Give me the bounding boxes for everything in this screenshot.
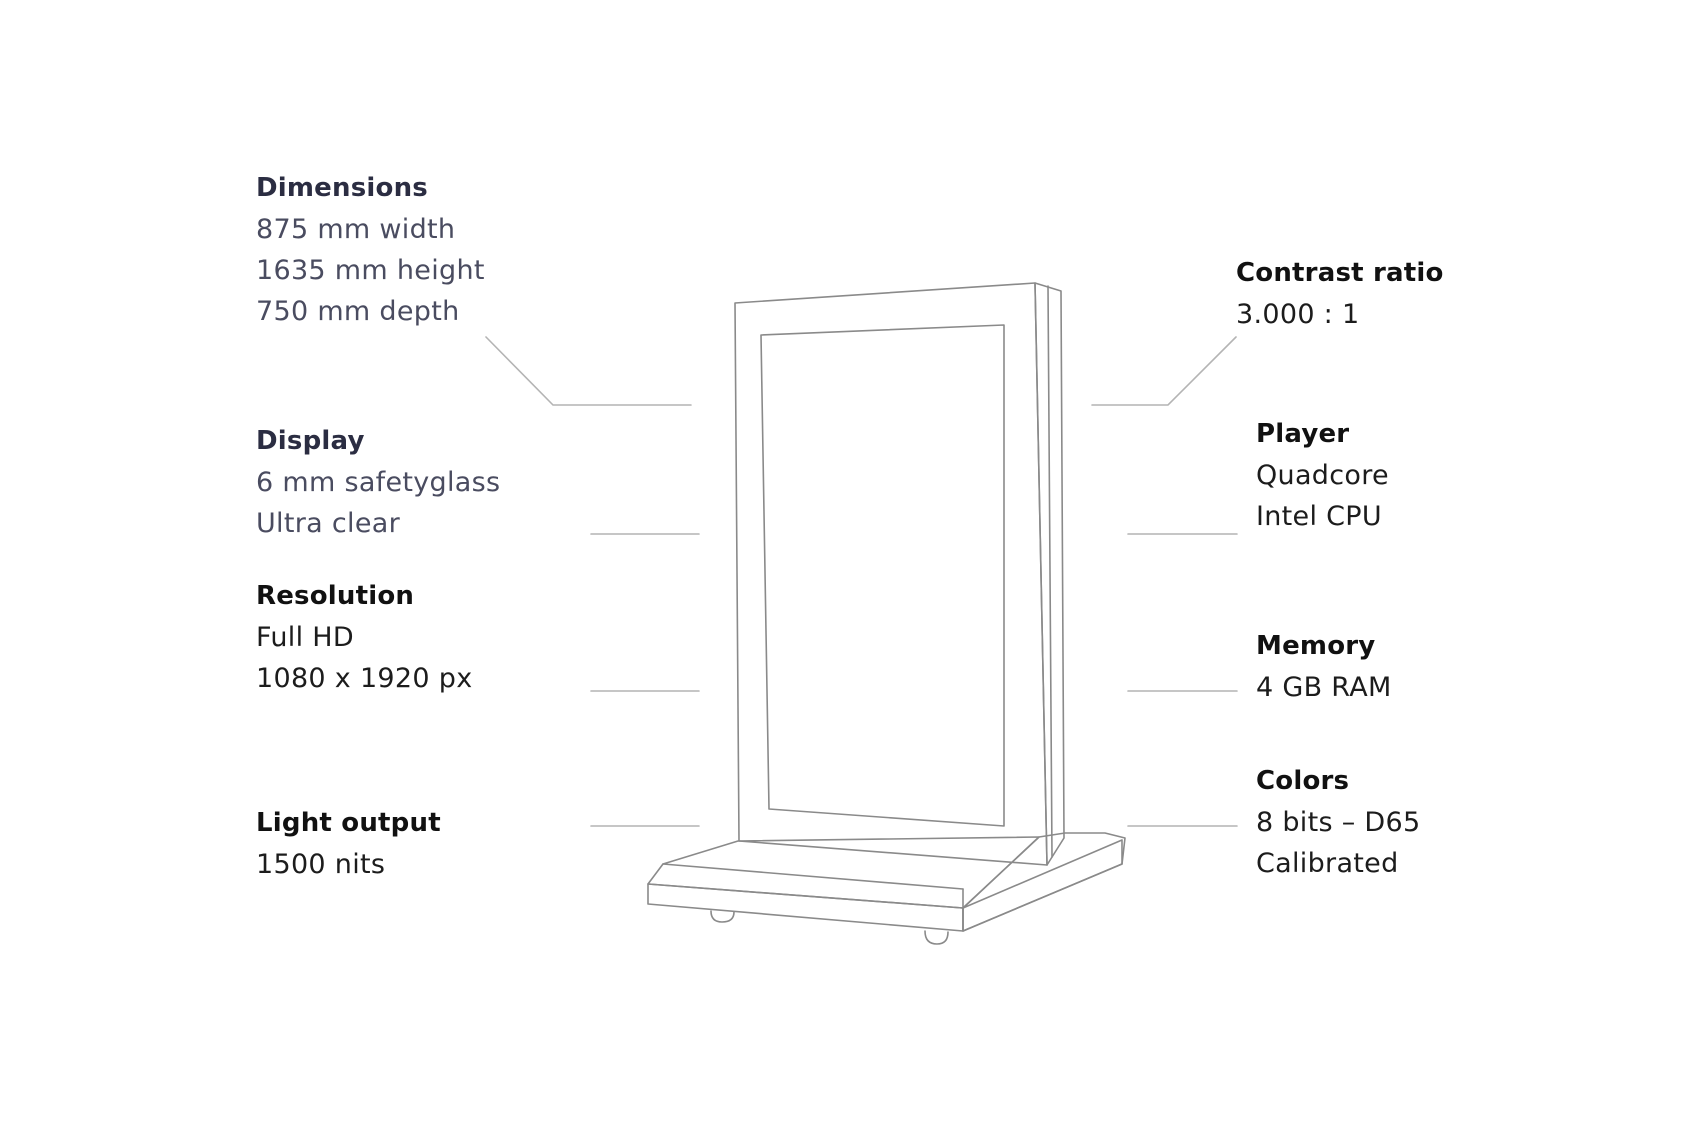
spec-light-output: Light output 1500 nits <box>256 803 441 885</box>
spec-display: Display 6 mm safetyglass Ultra clear <box>256 421 500 544</box>
spec-memory-line: 4 GB RAM <box>1256 672 1392 703</box>
spec-dimensions-title: Dimensions <box>256 173 428 203</box>
spec-dimensions: Dimensions 875 mm width 1635 mm height 7… <box>256 168 485 332</box>
spec-colors-line: Calibrated <box>1256 848 1399 879</box>
spec-colors: Colors 8 bits – D65 Calibrated <box>1256 761 1420 884</box>
spec-memory: Memory 4 GB RAM <box>1256 626 1392 708</box>
spec-colors-line: 8 bits – D65 <box>1256 807 1421 838</box>
stand-base-body <box>962 832 1126 932</box>
spec-contrast-ratio-title: Contrast ratio <box>1236 258 1444 288</box>
stand-foot-right <box>924 930 949 945</box>
spec-dimensions-line: 1635 mm height <box>256 255 485 286</box>
panel-screen <box>760 324 1005 827</box>
spec-light-output-title: Light output <box>256 808 441 838</box>
stand-foot-left <box>710 910 735 923</box>
spec-dimensions-line: 750 mm depth <box>256 296 460 327</box>
spec-player: Player Quadcore Intel CPU <box>1256 414 1389 537</box>
spec-player-line: Intel CPU <box>1256 501 1382 532</box>
panel-frame <box>734 282 1048 866</box>
stand-base-top <box>647 836 1040 909</box>
spec-player-title: Player <box>1256 419 1350 449</box>
spec-light-output-line: 1500 nits <box>256 849 386 880</box>
spec-display-title: Display <box>256 426 365 456</box>
spec-colors-title: Colors <box>1256 766 1350 796</box>
spec-memory-title: Memory <box>1256 631 1376 661</box>
spec-player-line: Quadcore <box>1256 460 1389 491</box>
spec-resolution-line: 1080 x 1920 px <box>256 663 473 694</box>
spec-resolution-title: Resolution <box>256 581 415 611</box>
spec-contrast-ratio-line: 3.000 : 1 <box>1236 299 1360 330</box>
spec-display-line: Ultra clear <box>256 508 400 539</box>
spec-resolution: Resolution Full HD 1080 x 1920 px <box>256 576 472 699</box>
spec-resolution-line: Full HD <box>256 622 354 653</box>
spec-contrast-ratio: Contrast ratio 3.000 : 1 <box>1236 253 1444 335</box>
stand-base-front <box>647 883 964 932</box>
spec-display-line: 6 mm safetyglass <box>256 467 501 498</box>
leader-line-contrast-ratio <box>1091 336 1237 406</box>
spec-dimensions-line: 875 mm width <box>256 214 456 245</box>
leader-line-dimensions <box>485 336 692 406</box>
